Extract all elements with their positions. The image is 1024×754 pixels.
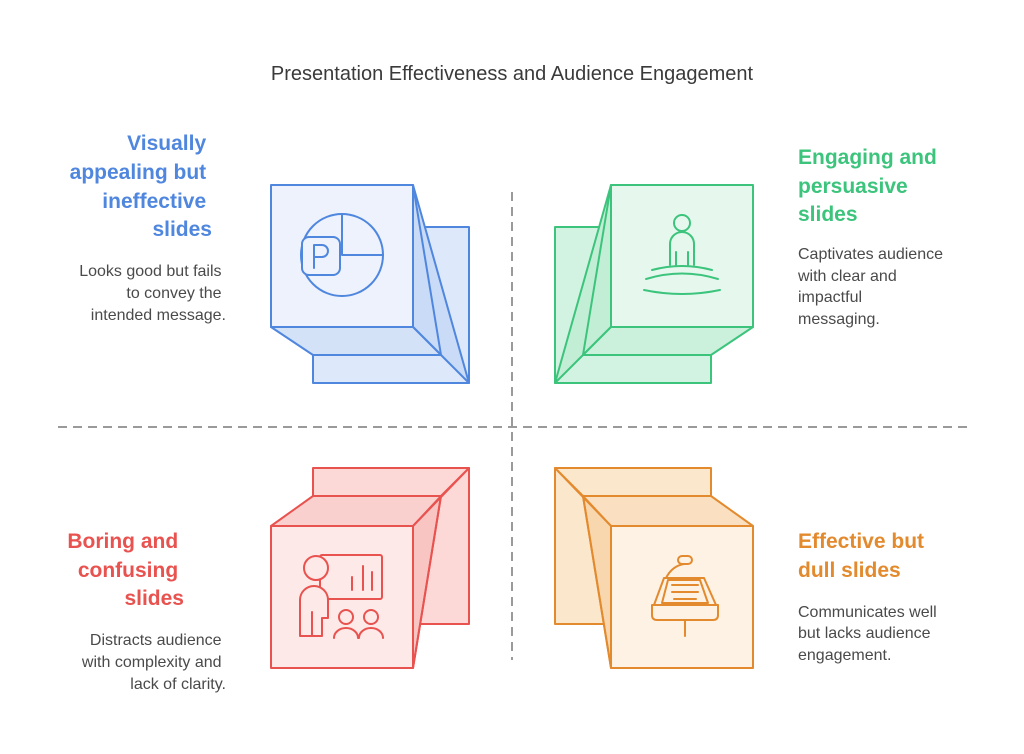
cube-front-face [610,525,754,669]
cube-bottom-left [270,467,470,669]
title-line: ineffective [102,190,206,213]
cube-bottom-right [554,467,754,669]
desc-line: Captivates audience [798,246,943,263]
title-line: Engaging and [798,146,937,169]
bottom-right-description: Communicates well but lacks audience eng… [798,604,941,664]
title-line: slides [124,587,184,610]
top-left-title: Visually appealing but ineffective slide… [70,132,212,241]
title-line: confusing [78,559,178,582]
cube-top-right [554,184,754,384]
desc-line: intended message. [91,307,226,324]
desc-line: Looks good but fails [79,263,221,280]
title-line: Visually [127,132,206,155]
cube-bottom-face [582,326,754,356]
top-left-description: Looks good but fails to convey the inten… [79,263,226,324]
title-line: slides [152,218,212,241]
presentation-software-icon [300,213,384,297]
cube-front-face [610,184,754,328]
cube-bottom-face [270,326,442,356]
diagram-title: Presentation Effectiveness and Audience … [271,63,754,85]
cube-top-face [582,495,754,527]
desc-line: to convey the [126,285,221,302]
title-line: appealing but [70,161,207,184]
desc-line: messaging. [798,311,880,328]
bottom-left-description: Distracts audience with complexity and l… [81,632,226,693]
desc-line: lack of clarity. [130,676,226,693]
title-line: persuasive [798,175,908,198]
cube-top-face [270,495,442,527]
top-right-description: Captivates audience with clear and impac… [797,246,947,328]
desc-line: with complexity and [81,654,222,671]
desc-line: Communicates well [798,604,937,621]
podium-microphone-icon [651,555,719,637]
title-line: Effective but [798,530,924,553]
desc-line: with clear and [797,268,897,285]
desc-line: Distracts audience [90,632,222,649]
cube-front-face [270,525,414,669]
bottom-left-title: Boring and confusing slides [67,530,184,610]
presenter-audience-icon [299,554,384,639]
axis-lines [58,192,968,660]
top-right-title: Engaging and persuasive slides [798,146,943,226]
desc-line: but lacks audience [798,625,931,642]
bottom-right-title: Effective but dull slides [798,530,930,582]
desc-line: engagement. [798,647,891,664]
title-line: slides [798,203,858,226]
person-meditating-icon [643,214,721,295]
title-line: dull slides [798,559,901,582]
title-line: Boring and [67,530,178,553]
desc-line: impactful [798,289,862,306]
